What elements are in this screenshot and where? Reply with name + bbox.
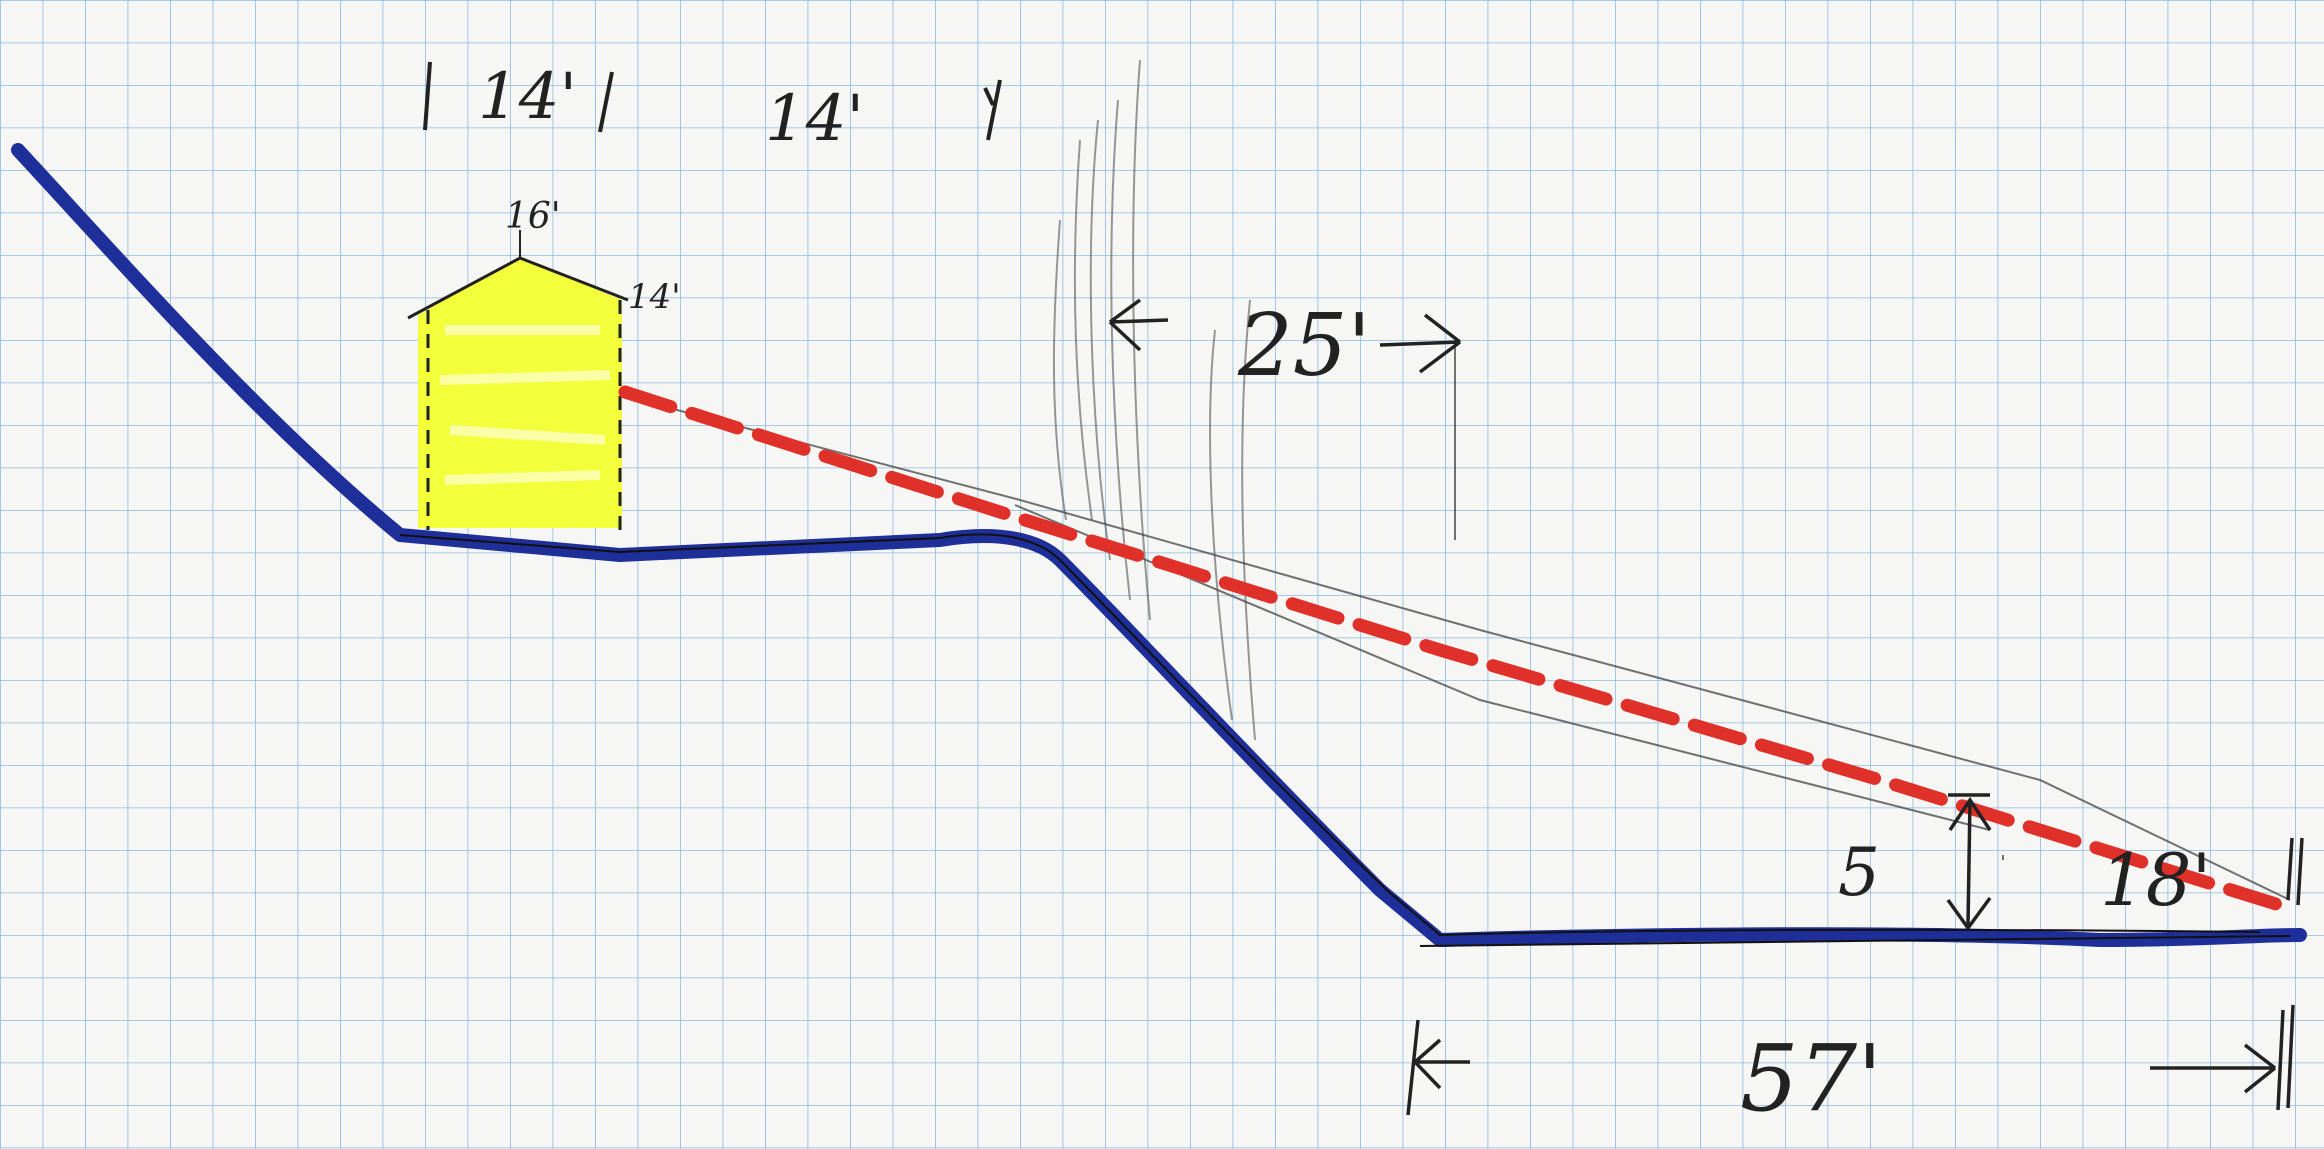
end-height-label: 18': [2100, 838, 2211, 922]
offset-label: 25': [1237, 296, 1371, 396]
ridge-height-label: 16': [505, 196, 561, 237]
top-dimension-ticks: [423, 61, 1002, 141]
end-ticks: [2286, 837, 2304, 906]
offset-dimension-arrows: [1108, 298, 1462, 374]
pencil-hatching: [1052, 59, 1256, 741]
drop-dimension-arrow: [1946, 793, 1992, 931]
base-length-label: 57': [1740, 1025, 1882, 1132]
eave-height-label: 14': [628, 277, 681, 317]
sight-line: [618, 385, 2302, 917]
drop-label: 5: [1838, 834, 1880, 911]
base-line: [1419, 935, 2291, 947]
ground-ink-outline: [399, 533, 2261, 937]
width-right-label: 14': [765, 82, 864, 156]
width-left-label: 14': [478, 60, 577, 134]
base-dimension-arrows: [1406, 1004, 2295, 1116]
building-structure: [407, 230, 629, 530]
